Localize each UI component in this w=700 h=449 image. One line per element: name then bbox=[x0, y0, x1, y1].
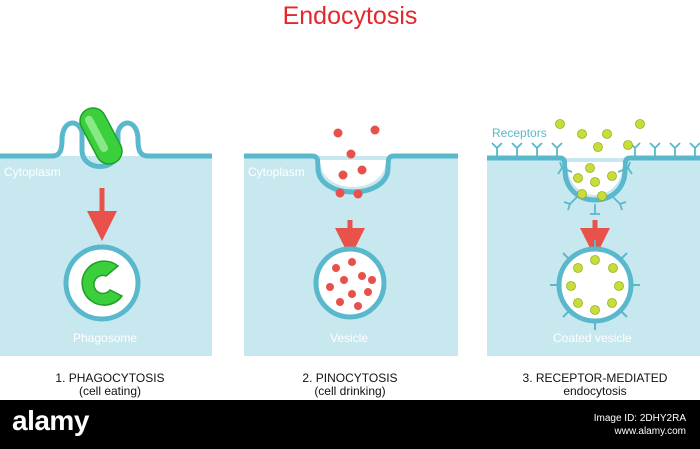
caption-title: 2. PINOCYTOSIS bbox=[302, 371, 398, 385]
receptors-label: Receptors bbox=[492, 126, 547, 140]
ligands bbox=[555, 119, 645, 201]
alamy-logo: alamy bbox=[12, 405, 89, 436]
image-id: Image ID: 2DHY2RA bbox=[593, 413, 686, 424]
panel-phagocytosis bbox=[0, 107, 212, 356]
phagosome-label: Phagosome bbox=[73, 331, 138, 345]
image-id-block: Image ID: 2DHY2RA www.alamy.com bbox=[594, 412, 686, 438]
caption-receptor-mediated: 3. RECEPTOR-MEDIATED endocytosis bbox=[490, 372, 700, 398]
caption-subtitle: endocytosis bbox=[563, 384, 627, 398]
cell-membrane bbox=[0, 120, 212, 169]
surface-receptors bbox=[491, 142, 700, 215]
caption-subtitle: (cell eating) bbox=[78, 384, 142, 398]
watermark-footer: alamy Image ID: 2DHY2RA www.alamy.com bbox=[0, 400, 700, 449]
caption-subtitle: (cell drinking) bbox=[314, 384, 386, 398]
panel-pinocytosis bbox=[244, 125, 458, 356]
cell-membrane bbox=[244, 153, 458, 195]
diagram-title: Endocytosis bbox=[282, 2, 418, 30]
coated-vesicle-label: Coated vesicle bbox=[553, 331, 632, 345]
caption-phagocytosis: 1. PHAGOCYTOSIS (cell eating) bbox=[20, 372, 200, 398]
cytoplasm-label: Cytoplasm bbox=[4, 165, 61, 179]
site-url: www.alamy.com bbox=[614, 426, 687, 437]
vesicle bbox=[313, 246, 387, 320]
coated-vesicle bbox=[550, 240, 640, 330]
droplets-outside bbox=[333, 125, 380, 199]
vesicle-label: Vesicle bbox=[330, 331, 369, 345]
diagram-svg bbox=[0, 107, 700, 356]
bacterium bbox=[79, 107, 123, 165]
pocket-interior bbox=[320, 160, 386, 187]
caption-pinocytosis: 2. PINOCYTOSIS (cell drinking) bbox=[255, 372, 445, 398]
cell-membrane bbox=[487, 155, 700, 203]
phagosome bbox=[63, 244, 141, 322]
panel-receptor-mediated bbox=[487, 119, 700, 356]
caption-title: 3. RECEPTOR-MEDIATED bbox=[522, 371, 668, 385]
caption-title: 1. PHAGOCYTOSIS bbox=[55, 371, 165, 385]
cytoplasm-label: Cytoplasm bbox=[248, 165, 305, 179]
